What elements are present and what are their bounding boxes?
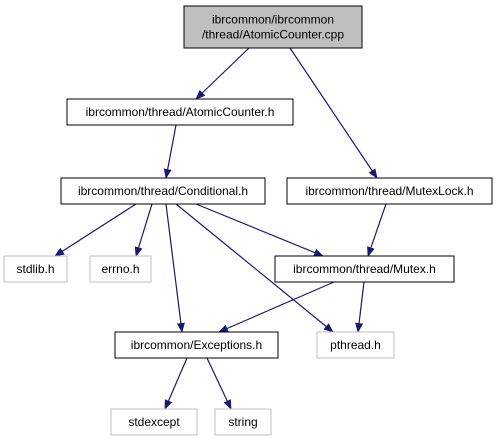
node-box (60, 177, 266, 205)
node-exceptions-h[interactable]: ibrcommon/Exceptions.h (114, 331, 279, 359)
edge-conditional_h-to-stdlib_h (54, 203, 137, 257)
node-box (183, 5, 363, 49)
edge-root-to-mutexlock_h (289, 47, 378, 179)
edge-exceptions_h-to-stdexcept (164, 357, 188, 410)
edge-exceptions_h-to-string (206, 357, 232, 410)
node-box (3, 255, 68, 283)
edge-conditional_h-to-errno_h (134, 203, 153, 257)
node-string: string (214, 408, 272, 436)
edge-mutex_h-to-exceptions_h (218, 281, 335, 333)
node-box (66, 98, 294, 126)
node-atomic-h[interactable]: ibrcommon/thread/AtomicCounter.h (66, 98, 294, 126)
node-mutexlock-h[interactable]: ibrcommon/thread/MutexLock.h (286, 177, 493, 205)
node-label: string (228, 415, 257, 429)
edge-conditional_h-to-pthread_h (175, 203, 334, 333)
node-label: stdexcept (128, 415, 180, 429)
nodes-layer: ibrcommon/ibrcommon/thread/AtomicCounter… (3, 5, 493, 436)
node-stdexcept: stdexcept (110, 408, 198, 436)
node-label: errno.h (101, 262, 139, 276)
edge-mutex_h-to-pthread_h (355, 281, 365, 333)
node-label: pthread.h (330, 338, 381, 352)
node-label: ibrcommon/thread/Conditional.h (78, 184, 248, 198)
node-conditional-h[interactable]: ibrcommon/thread/Conditional.h (60, 177, 266, 205)
node-box (114, 331, 279, 359)
node-box (214, 408, 272, 436)
node-label: stdlib.h (16, 262, 54, 276)
node-label: ibrcommon/ibrcommon (212, 13, 334, 27)
edge-conditional_h-to-mutex_h (195, 203, 324, 257)
node-label: ibrcommon/thread/Mutex.h (293, 262, 436, 276)
node-box (110, 408, 198, 436)
node-errno-h: errno.h (89, 255, 152, 283)
node-box (316, 331, 395, 359)
edges-layer (54, 47, 387, 410)
node-box (286, 177, 493, 205)
node-label: ibrcommon/Exceptions.h (131, 338, 262, 352)
node-label: /thread/AtomicCounter.cpp (202, 28, 344, 42)
edge-root-to-atomic_h (195, 47, 250, 100)
node-pthread-h: pthread.h (316, 331, 395, 359)
node-label: ibrcommon/thread/AtomicCounter.h (86, 105, 275, 119)
node-box (89, 255, 152, 283)
node-box (274, 255, 455, 283)
edge-atomic_h-to-conditional_h (163, 124, 177, 179)
node-root[interactable]: ibrcommon/ibrcommon/thread/AtomicCounter… (183, 5, 363, 49)
edge-conditional_h-to-exceptions_h (165, 203, 185, 333)
edge-mutexlock_h-to-mutex_h (367, 203, 387, 257)
node-label: ibrcommon/thread/MutexLock.h (305, 184, 473, 198)
node-mutex-h[interactable]: ibrcommon/thread/Mutex.h (274, 255, 455, 283)
node-stdlib-h: stdlib.h (3, 255, 68, 283)
